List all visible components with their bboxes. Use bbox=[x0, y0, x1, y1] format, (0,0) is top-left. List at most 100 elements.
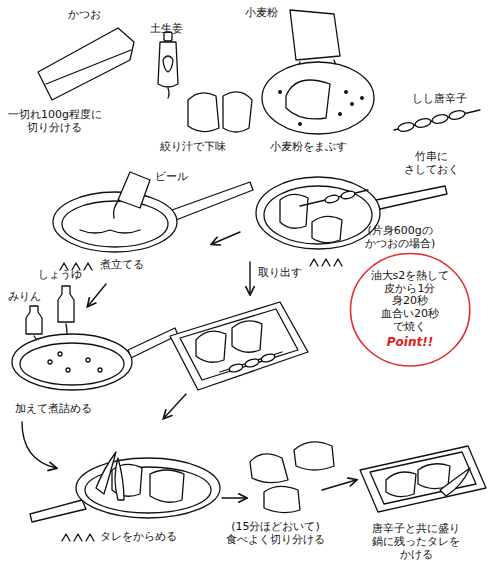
sauce-pan-part bbox=[66, 368, 70, 372]
tray-part bbox=[244, 358, 259, 369]
ginger-bottle-part bbox=[158, 42, 178, 87]
caption-label: しょうゆ bbox=[38, 268, 82, 281]
step-arrows-part bbox=[222, 497, 246, 498]
note-text: 油大s2を熱して 皮から1分 身20秒 血合い20秒 で焼く bbox=[371, 270, 450, 333]
step-arrows-part bbox=[22, 422, 56, 468]
tray-part bbox=[228, 363, 243, 374]
caption-label: 小麦粉 bbox=[245, 6, 278, 19]
caption-label: みりん bbox=[8, 290, 41, 303]
flour-bag-and-plate-part bbox=[279, 91, 282, 94]
flour-bag-and-plate-part bbox=[345, 91, 348, 94]
point-mark: Point!! bbox=[387, 335, 433, 349]
bonito-block-part bbox=[38, 28, 134, 100]
glazing-pan bbox=[30, 452, 220, 522]
tray-part bbox=[180, 309, 298, 380]
caption-label: 一切れ100g程度に 切り分ける bbox=[8, 108, 102, 134]
tray-part bbox=[260, 353, 275, 364]
ginger-pieces-part bbox=[188, 93, 219, 132]
ginger-bottle bbox=[158, 32, 178, 98]
caption-label: 加えて煮詰める bbox=[15, 402, 92, 415]
tray-part bbox=[170, 302, 308, 390]
sauce-pan-part bbox=[86, 358, 90, 362]
beer-pan-part bbox=[62, 201, 168, 247]
flour-bag-and-plate-part bbox=[262, 62, 374, 134]
beer-pan-part bbox=[53, 192, 177, 252]
caption-label: 土生姜 bbox=[150, 22, 183, 35]
caption-label: (15分ほどおいて) 食べよく切り分ける bbox=[226, 520, 325, 546]
flour-bag-and-plate-part bbox=[286, 80, 330, 119]
flame-marks bbox=[60, 259, 342, 541]
tray-part bbox=[232, 321, 262, 352]
tray-part bbox=[196, 331, 226, 362]
skewered-peppers-part bbox=[448, 109, 465, 120]
beer-pan bbox=[53, 172, 253, 252]
ginger-bottle-part bbox=[163, 56, 173, 72]
frying-pan-part bbox=[300, 190, 368, 206]
caption-label: しし唐辛子 bbox=[412, 92, 467, 105]
caption-label: 煮立てる bbox=[100, 258, 144, 271]
flame-marks-part bbox=[310, 259, 342, 266]
sauce-pan-part bbox=[20, 343, 124, 385]
ginger-pieces-part bbox=[223, 92, 252, 132]
serving-dish bbox=[360, 446, 486, 512]
serving-dish-part bbox=[370, 452, 476, 504]
sauce-pan-part bbox=[48, 360, 52, 364]
glazing-pan-part bbox=[150, 470, 184, 502]
sauce-pan-part bbox=[12, 334, 132, 390]
flour-bag-and-plate-part bbox=[361, 97, 364, 100]
frying-pan-part bbox=[256, 177, 380, 249]
skewered-peppers bbox=[394, 109, 480, 132]
flour-bag-and-plate-part bbox=[299, 123, 302, 126]
serving-dish-part bbox=[440, 468, 470, 496]
frying-pan-part bbox=[264, 186, 372, 244]
frying-pan-part bbox=[340, 190, 355, 200]
step-arrows-part bbox=[88, 284, 106, 306]
step-arrows-part bbox=[164, 394, 186, 418]
step-arrows-part bbox=[249, 262, 250, 294]
flour-bag-and-plate-part bbox=[339, 113, 342, 116]
sauce-pan-part bbox=[98, 368, 102, 372]
flour-bag-and-plate-part bbox=[290, 10, 340, 60]
caption-label: (片身600gの かつおの場合) bbox=[365, 224, 435, 250]
beer-pan-part bbox=[118, 172, 150, 208]
point-oval: 油大s2を熱して 皮から1分 身20秒 血合い20秒 で焼く Point!! bbox=[349, 252, 471, 367]
cut-pieces bbox=[250, 442, 334, 513]
cut-pieces-part bbox=[264, 486, 300, 512]
cut-pieces-part bbox=[294, 442, 334, 470]
beer-pan-part bbox=[114, 200, 119, 218]
bonito-block-part bbox=[46, 50, 131, 84]
frying-pan-part bbox=[280, 194, 308, 228]
sauce-pan-part bbox=[128, 328, 178, 358]
frying-pan-part bbox=[376, 186, 447, 209]
sauce-pan bbox=[12, 328, 178, 390]
frying-pan-part bbox=[324, 194, 339, 204]
bonito-block bbox=[38, 28, 134, 100]
sauce-pan-part bbox=[58, 352, 62, 356]
ginger-pieces bbox=[188, 92, 252, 132]
caption-label: ビール bbox=[155, 170, 188, 183]
caption-label: かつお bbox=[68, 8, 101, 21]
serving-dish-part bbox=[418, 464, 450, 489]
caption-label: 竹串に さしておく bbox=[404, 150, 459, 176]
sauce-bottles-part bbox=[58, 286, 74, 322]
skewered-peppers-part bbox=[397, 121, 414, 132]
glazing-pan-part bbox=[96, 452, 116, 494]
sauce-bottles-part bbox=[26, 306, 42, 334]
serving-dish-part bbox=[386, 472, 416, 497]
caption-label: タレをからめる bbox=[100, 530, 177, 543]
flour-bag-and-plate-part bbox=[351, 103, 354, 106]
caption-label: 絞り汁で下味 bbox=[160, 140, 226, 153]
serving-dish-part bbox=[360, 446, 486, 512]
beer-pan-part bbox=[172, 182, 253, 220]
tray bbox=[170, 302, 308, 390]
glazing-pan-part bbox=[30, 500, 86, 522]
caption-label: 唐辛子と共に盛り 鍋に残ったタレを かける bbox=[372, 522, 460, 562]
flame-marks-part bbox=[62, 534, 94, 541]
beer-pan-part bbox=[80, 230, 140, 233]
glazing-pan-part bbox=[115, 458, 124, 500]
caption-label: 取り出す bbox=[258, 266, 302, 279]
step-arrows-part bbox=[212, 232, 240, 244]
step-arrows bbox=[22, 232, 356, 498]
step-arrows-part bbox=[322, 480, 356, 490]
